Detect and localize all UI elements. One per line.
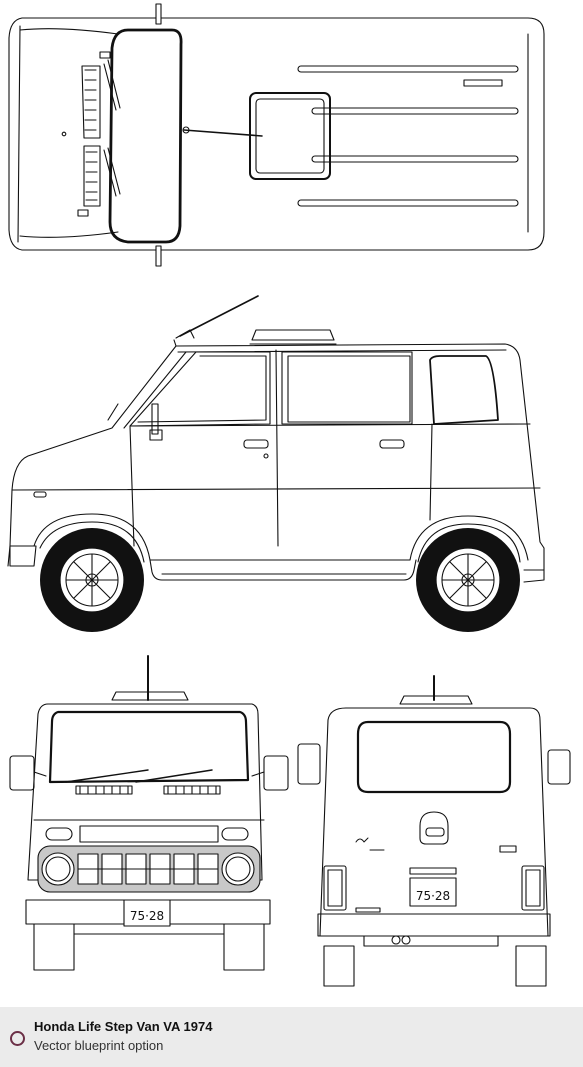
rear-plate-number: 75·28 xyxy=(416,889,450,903)
front-view xyxy=(10,656,288,970)
rear-wheel xyxy=(416,528,520,632)
front-plate-number: 75·28 xyxy=(130,909,164,923)
caption-subtitle: Vector blueprint option xyxy=(34,1038,164,1053)
rear-view xyxy=(298,676,570,986)
top-view xyxy=(9,4,544,266)
caption-title: Honda Life Step Van VA 1974 xyxy=(34,1019,213,1034)
circle-bullet-icon xyxy=(10,1031,25,1046)
front-wheel xyxy=(40,528,144,632)
caption-bar xyxy=(0,1007,583,1067)
van-blueprint: 75·28 75·28 xyxy=(0,0,583,1005)
side-view xyxy=(8,296,544,632)
